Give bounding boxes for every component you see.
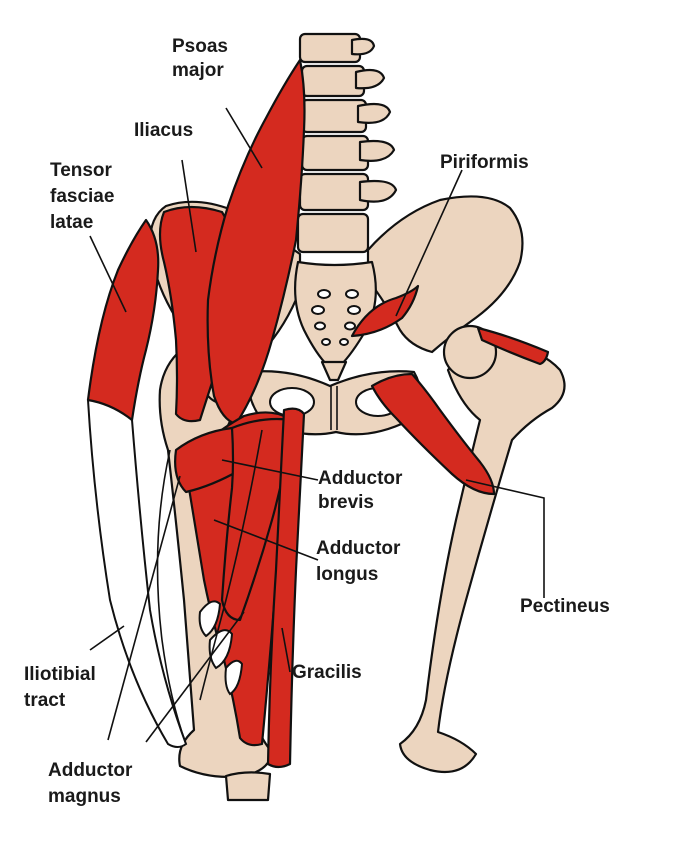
right-femur — [398, 342, 566, 774]
leader-pectineus — [465, 479, 545, 598]
label-add-magnus-line1: Adductor — [48, 760, 133, 781]
leader-iliotibial — [89, 625, 125, 651]
leader-piriformis — [395, 169, 463, 317]
right-ilium — [366, 195, 524, 354]
piriformis-muscle — [350, 284, 420, 338]
label-add-brevis-line2: brevis — [318, 492, 374, 513]
psoas-major-muscle — [206, 58, 306, 426]
leader-psoas — [225, 107, 263, 169]
leader-iliacus — [181, 159, 197, 253]
coccyx — [320, 360, 348, 382]
leader-adductor-magnus-2 — [145, 611, 245, 743]
label-iliotibial-line1: Iliotibial — [24, 664, 96, 685]
label-tensor-fasciae-latae: Tensor fasciae latae — [50, 160, 120, 233]
sacral-foramina — [311, 289, 361, 346]
label-add-longus-line1: Adductor — [316, 538, 401, 559]
pectineus-muscle — [370, 372, 496, 496]
iliotibial-tract-band — [86, 398, 188, 748]
tensor-fasciae-latae-muscle — [86, 218, 160, 422]
label-tensor-line1: Tensor — [50, 160, 113, 181]
leader-adductor-magnus-1 — [107, 475, 181, 741]
left-tibia — [224, 771, 272, 802]
label-psoas-line2: major — [172, 60, 224, 81]
adductor-hiatus-3 — [224, 659, 244, 696]
label-add-magnus-line2: magnus — [48, 786, 121, 807]
leader-adductor-brevis — [221, 459, 319, 481]
adductor-hiatus-1 — [198, 600, 222, 638]
label-pectineus: Pectineus — [520, 596, 610, 617]
label-iliotibial-line2: tract — [24, 690, 66, 711]
label-psoas-line1: Psoas — [172, 36, 228, 57]
leader-tensor — [89, 235, 127, 313]
label-add-longus-line2: longus — [316, 564, 378, 585]
gracilis-muscle — [266, 407, 306, 769]
leader-gracilis — [281, 627, 291, 673]
label-iliotibial-tract: Iliotibial tract — [24, 664, 101, 711]
label-add-brevis-line1: Adductor — [318, 468, 403, 489]
leader-adductor-longus — [213, 519, 319, 561]
label-psoas-major: Psoas major — [172, 36, 233, 81]
right-hip-muscle — [476, 326, 550, 366]
sacrum — [294, 260, 377, 368]
label-piriformis: Piriformis — [440, 152, 529, 173]
label-iliacus: Iliacus — [134, 120, 193, 141]
label-adductor-longus: Adductor longus — [316, 538, 406, 585]
label-adductor-magnus: Adductor magnus — [48, 760, 138, 807]
label-adductor-brevis: Adductor brevis — [318, 468, 408, 513]
label-tensor-line3: latae — [50, 212, 93, 233]
label-tensor-line2: fasciae — [50, 186, 114, 207]
label-gracilis: Gracilis — [292, 662, 362, 683]
lumbar-spine — [296, 32, 398, 254]
